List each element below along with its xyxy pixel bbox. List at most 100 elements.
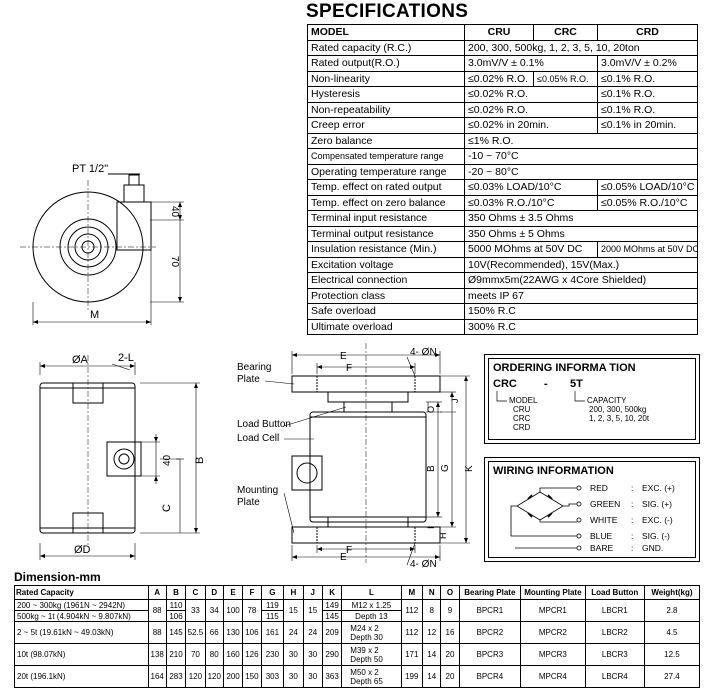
spec-cell-merged: meets IP 67 [464, 287, 698, 304]
wiring-signal: EXC. (+) [642, 483, 675, 493]
dim-cell: 199 [400, 665, 424, 688]
asm-n-top-label: 4- ØN [410, 347, 437, 358]
spec-row: Temp. effect on rated output≤0.03% LOAD/… [307, 179, 698, 196]
assembly-drawing: E F 4- ØN Bearing Plate Load Button Load… [237, 343, 475, 568]
spec-row: Compensated temperature range-10 ~ 70°C [307, 148, 698, 165]
dim-l-line1: M24 x 2 [350, 623, 379, 633]
spec-cell-label: Non-repeatability [307, 101, 465, 118]
dim-cell: 20t (196.1kN) [14, 665, 149, 688]
dim-cell: 120 [185, 665, 206, 688]
spec-header-crc: CRC [533, 24, 598, 41]
dim-header-cell: B [165, 585, 187, 600]
dim-cell: 78 [242, 599, 262, 622]
dim-cell: BPCR3 [458, 643, 522, 666]
dim-cell: 8 [422, 599, 442, 622]
dim-header-cell: Mounting Plate [520, 585, 586, 600]
dim-cell: 119 [260, 599, 285, 611]
spec-cell-merged: 10V(Recommended), 15V(Max.) [464, 256, 698, 273]
ordering-code-dash: - [544, 378, 548, 390]
spec-cell-merged: 150% R.C [464, 303, 698, 320]
dim-cell: 171 [400, 643, 424, 666]
spec-cell-label: Terminal input resistance [307, 210, 465, 227]
wiring-color: WHITE [590, 515, 618, 525]
dim-cap-1a: 200 ~ 300kg (1961N ~ 2942N) [14, 599, 149, 611]
wiring-sep: : [631, 499, 634, 509]
dim-cell: 112 [400, 599, 424, 622]
dim-cell: 88 [147, 599, 167, 622]
spec-cell-cru-crc: ≤0.02% in 20min. [464, 117, 598, 134]
spec-row: Non-repeatability≤0.02% R.O.≤0.1% R.O. [307, 101, 698, 118]
bearing-plate-label-1: Bearing [237, 362, 271, 373]
spec-cell-cru-crc: 5000 MOhms at 50V DC [464, 241, 598, 258]
spec-row: Rated output(R.O.)3.0mV/V ± 0.1%3.0mV/V … [307, 55, 698, 72]
asm-n-bot-label: 4- ØN [410, 559, 437, 568]
dim-40-side-label: 40 [162, 454, 173, 466]
asm-o-label: O [426, 406, 436, 413]
spec-cell-cru-crc: ≤0.03% R.O./10°C [464, 194, 598, 211]
dim-cap-1b: 500kg ~ 1t (4.904kN ~ 9.807kN) [14, 610, 149, 622]
dim-header-cell: N [422, 585, 442, 600]
spec-cell-label: Operating temperature range [307, 163, 465, 180]
dim-cell: LBCR1 [584, 599, 645, 622]
dim-cell: 70 [185, 643, 206, 666]
dim-cell: 138 [147, 643, 167, 666]
asm-g-label: G [440, 464, 451, 472]
dim-cell: 16 [440, 621, 460, 644]
asm-b-label: B [426, 465, 437, 472]
dim-cell: 20 [440, 665, 460, 688]
wiring-color: GREEN [590, 499, 621, 509]
dim-header-cell: D [204, 585, 224, 600]
dim-cell: 10t (98.07kN) [14, 643, 149, 666]
spec-cell-merged: -20 ~ 80°C [464, 163, 698, 180]
dim-70-label: 70 [169, 256, 180, 268]
dim-header-cell: Bearing Plate [458, 585, 522, 600]
asm-e-top-label: E [340, 351, 347, 362]
dim-l-line1: M50 x 2 [350, 667, 379, 677]
spec-cell-crd: ≤0.05% LOAD/10°C [597, 179, 698, 196]
dim-cell: 149 [321, 599, 343, 611]
dim-cell: 160 [222, 643, 244, 666]
wiring-sep: : [631, 531, 634, 541]
ordering-model-2: CRD [513, 423, 531, 432]
dim-cell: 200 [222, 665, 244, 688]
dim-cell: Depth 13 [341, 610, 402, 622]
wiring-signal: GND. [642, 543, 664, 553]
top-view-drawing: PT 1/2" 40 70 M [20, 163, 184, 325]
spec-cell-label: Hysteresis [307, 86, 465, 103]
spec-cell-label: Electrical connection [307, 272, 465, 289]
wiring-box: WIRING INFORMATION RED:EXC. (+)GREEN:SIG… [484, 457, 700, 562]
dim-cell: BPCR1 [458, 599, 522, 622]
spec-header-row: MODEL CRU CRC CRD [307, 24, 698, 41]
dim-cell: BPCR4 [458, 665, 522, 688]
dim-header-cell: A [147, 585, 167, 600]
wiring-sep: : [631, 515, 634, 525]
spec-cell-crd: ≤0.1% R.O. [597, 70, 698, 87]
dimension-row-1a: 200 ~ 300kg (1961N ~ 2942N) 88 110 33 34… [14, 599, 701, 622]
wiring-color: RED [590, 483, 608, 493]
spec-row: Operating temperature range-20 ~ 80°C [307, 163, 698, 180]
specifications-title: SPECIFICATIONS [306, 1, 469, 22]
dim-cell: 12 [422, 621, 442, 644]
spec-cell-label: Rated capacity (R.C.) [307, 39, 465, 56]
spec-cell-label: Non-linearity [307, 70, 465, 87]
dim-cell: 34 [204, 599, 224, 622]
asm-i-label: I [426, 526, 436, 529]
dim-cell: 210 [165, 643, 187, 666]
dim-l-line2: Depth 50 [350, 654, 383, 664]
dim-cell: 24 [283, 621, 304, 644]
spec-cell-cru-crc: ≤0.03% LOAD/10°C [464, 179, 598, 196]
dim-40-label: 40 [169, 206, 180, 218]
asm-e-bottom-text: E [340, 552, 347, 563]
dim-cell: 230 [260, 643, 285, 666]
dim-c-label: C [161, 504, 173, 512]
load-cell-label: Load Cell [237, 433, 279, 444]
dim-header-cell: G [260, 585, 285, 600]
wiring-diagram [510, 485, 582, 551]
dim-cell: MPCR2 [520, 621, 586, 644]
dim-header-cell: J [302, 585, 323, 600]
dim-cell: MPCR3 [520, 643, 586, 666]
